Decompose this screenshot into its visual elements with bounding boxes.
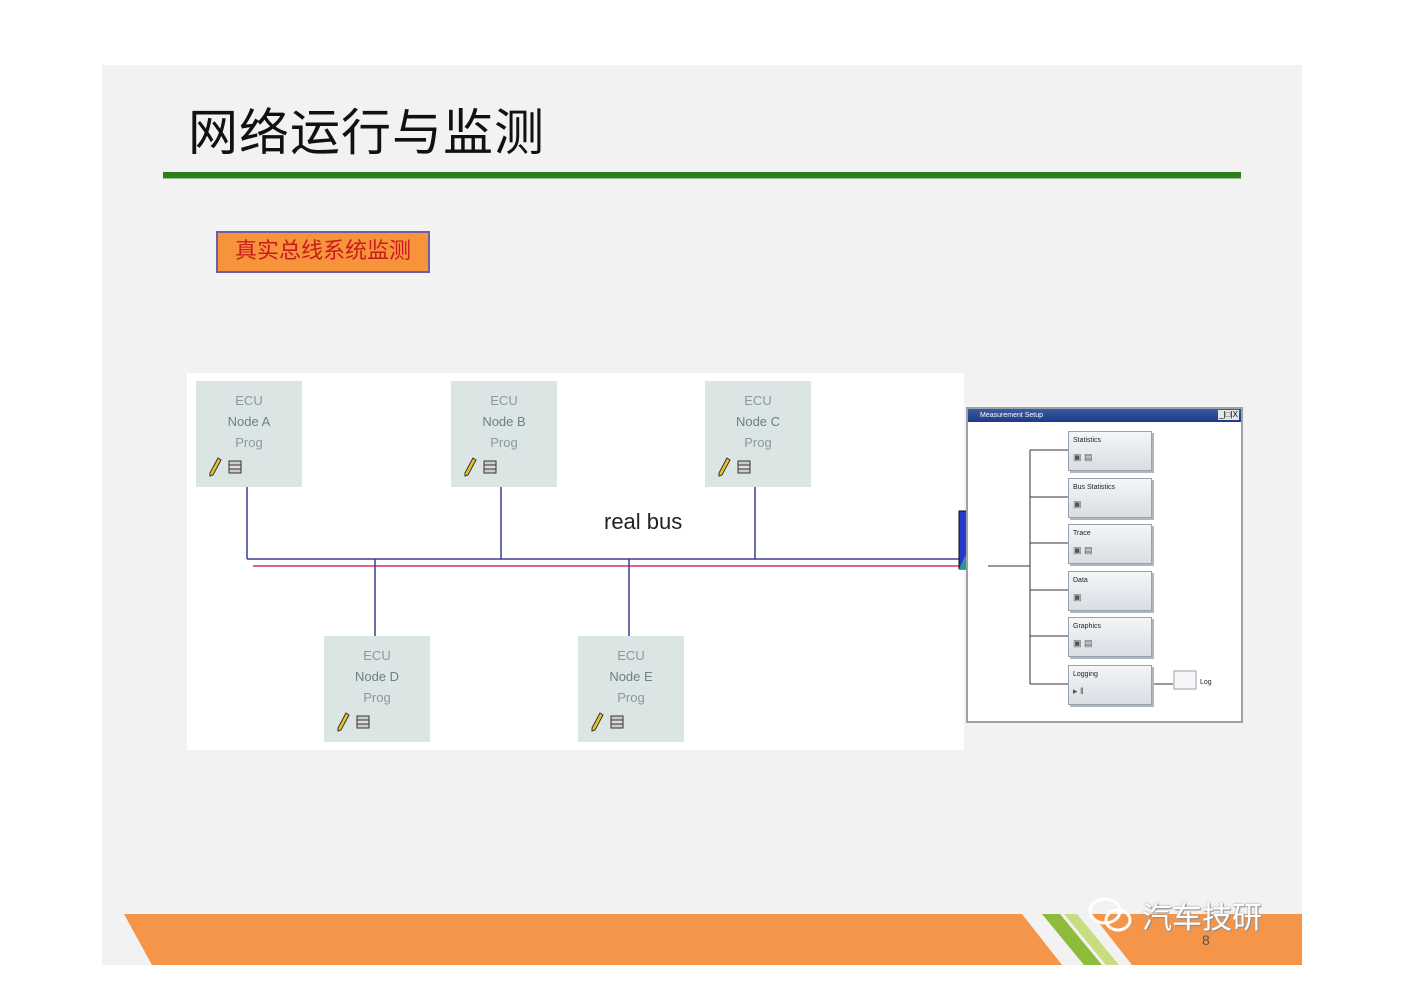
log-label: Log xyxy=(1200,679,1212,686)
block-label: Graphics xyxy=(1073,623,1102,630)
node-name: Node A xyxy=(227,414,271,429)
node-name: Node B xyxy=(482,414,526,429)
node-c[interactable]: ECU Node C Prog xyxy=(705,381,811,487)
database-icon[interactable] xyxy=(608,713,628,731)
page-number: 8 xyxy=(1202,932,1210,948)
measurement-setup-window[interactable]: Measurement Setup _|□|X Statistics ▣ ▤ B… xyxy=(966,407,1243,723)
section-tag: 真实总线系统监测 xyxy=(216,231,430,273)
footer-band xyxy=(124,914,1302,965)
play-pause-icon[interactable]: ▸ ‖ xyxy=(1073,686,1084,696)
pencil-icon[interactable] xyxy=(463,457,477,477)
graphics-icon[interactable]: ▣ ▤ xyxy=(1073,638,1093,648)
bus-diagram: ECU Node A Prog ECU Node B Prog ECU Node… xyxy=(187,373,964,750)
data-block[interactable]: Data ▣ xyxy=(1068,571,1152,611)
watermark-text: 汽车技研 xyxy=(1142,901,1262,936)
logging-block[interactable]: Logging ▸ ‖ xyxy=(1068,665,1152,705)
node-prog: Prog xyxy=(617,690,645,705)
pencil-icon[interactable] xyxy=(717,457,731,477)
slide-title: 网络运行与监测 xyxy=(188,104,545,162)
node-name: Node E xyxy=(609,669,653,684)
database-icon[interactable] xyxy=(354,713,374,731)
window-controls[interactable]: _|□|X xyxy=(1218,410,1239,420)
node-a[interactable]: ECU Node A Prog xyxy=(196,381,302,487)
node-type: ECU xyxy=(744,393,772,408)
bus-statistics-block[interactable]: Bus Statistics ▣ xyxy=(1068,478,1152,518)
data-icon[interactable]: ▣ xyxy=(1073,592,1082,602)
block-label: Data xyxy=(1073,577,1088,584)
title-rule xyxy=(163,172,1241,179)
pencil-icon[interactable] xyxy=(336,712,350,732)
block-label: Logging xyxy=(1073,671,1098,678)
pencil-icon[interactable] xyxy=(590,712,604,732)
node-prog: Prog xyxy=(744,435,772,450)
bus-statistics-icon[interactable]: ▣ xyxy=(1073,499,1082,509)
node-prog: Prog xyxy=(490,435,518,450)
trace-block[interactable]: Trace ▣ ▤ xyxy=(1068,524,1152,564)
trace-icon[interactable]: ▣ ▤ xyxy=(1073,545,1093,555)
statistics-block[interactable]: Statistics ▣ ▤ xyxy=(1068,431,1152,471)
measurement-tree-lines xyxy=(988,449,1197,690)
bus-wires xyxy=(246,487,964,636)
node-type: ECU xyxy=(235,393,263,408)
wechat-icon xyxy=(1088,897,1132,932)
node-prog: Prog xyxy=(363,690,391,705)
database-icon[interactable] xyxy=(226,458,246,476)
node-prog: Prog xyxy=(235,435,263,450)
bus-label: real bus xyxy=(604,509,683,534)
node-e[interactable]: ECU Node E Prog xyxy=(578,636,684,742)
node-type: ECU xyxy=(363,648,391,663)
statistics-icon[interactable]: ▣ ▤ xyxy=(1073,452,1093,462)
node-d[interactable]: ECU Node D Prog xyxy=(324,636,430,742)
node-name: Node C xyxy=(735,414,781,429)
slide: 网络运行与监测 真实总线系统监测 ECU Node A Prog ECU xyxy=(102,65,1302,965)
pencil-icon[interactable] xyxy=(208,457,222,477)
node-name: Node D xyxy=(354,669,400,684)
window-titlebar[interactable]: Measurement Setup _|□|X xyxy=(968,409,1241,422)
database-icon[interactable] xyxy=(735,458,755,476)
block-label: Statistics xyxy=(1073,437,1102,444)
database-icon[interactable] xyxy=(481,458,501,476)
node-b[interactable]: ECU Node B Prog xyxy=(451,381,557,487)
node-type: ECU xyxy=(617,648,645,663)
block-label: Bus Statistics xyxy=(1073,484,1116,491)
node-type: ECU xyxy=(490,393,518,408)
window-title: Measurement Setup xyxy=(980,412,1044,419)
block-label: Trace xyxy=(1073,530,1091,537)
graphics-block[interactable]: Graphics ▣ ▤ xyxy=(1068,617,1152,657)
